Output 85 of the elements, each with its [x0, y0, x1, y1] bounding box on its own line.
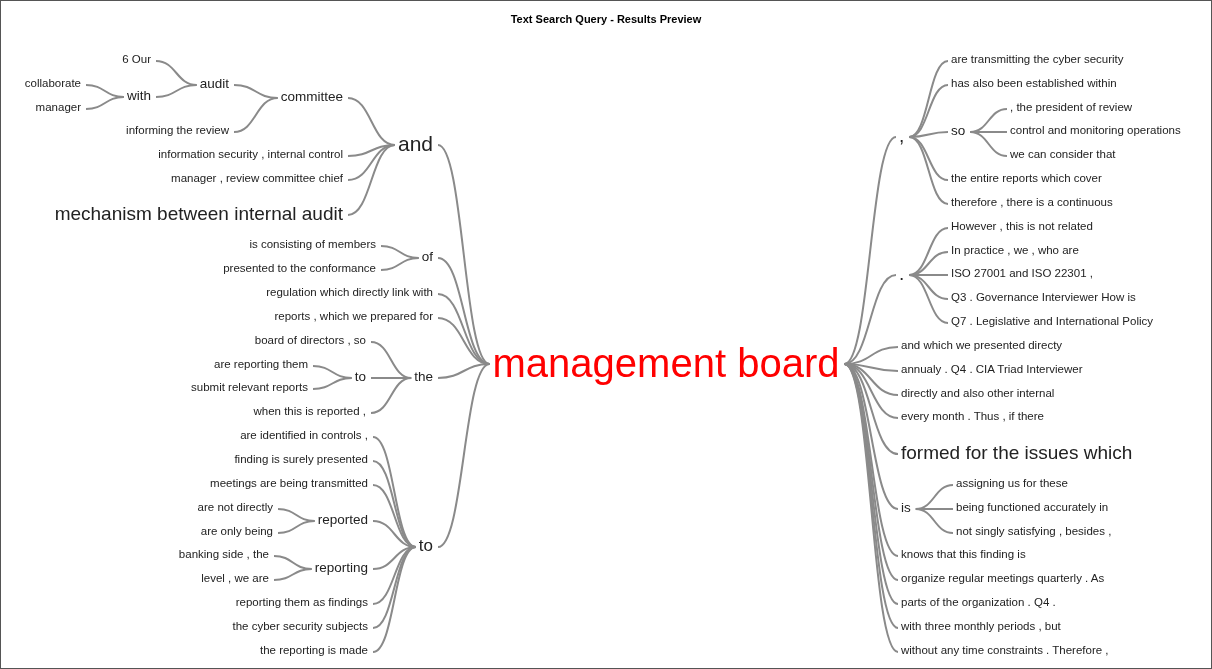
- tree-phrase: 6 Our: [122, 53, 151, 67]
- branch-line: [908, 136, 949, 205]
- tree-phrase: finding is surely presented: [234, 453, 368, 467]
- tree-phrase: reported: [317, 512, 368, 528]
- tree-phrase: In practice , we , who are: [951, 244, 1079, 258]
- tree-phrase: directly and also other internal: [901, 387, 1055, 401]
- tree-phrase: with: [127, 88, 151, 104]
- tree-phrase: we can consider that: [1010, 148, 1116, 162]
- tree-phrase: to: [354, 369, 366, 385]
- tree-phrase: therefore , there is a continuous: [951, 196, 1113, 210]
- tree-phrase: to: [418, 536, 433, 556]
- tree-phrase: ,: [899, 125, 905, 147]
- branch-line: [380, 257, 420, 271]
- tree-phrase: reporting them as findings: [235, 596, 368, 610]
- tree-phrase: and which we presented directy: [901, 339, 1063, 353]
- tree-phrase: board of directors , so: [254, 334, 366, 348]
- branch-line: [312, 377, 353, 390]
- tree-phrase: informing the review: [126, 124, 229, 138]
- tree-phrase: every month . Thus , if there: [901, 410, 1044, 424]
- tree-phrase: information security , internal control: [158, 148, 343, 162]
- tree-phrase: .: [899, 263, 905, 285]
- branch-line: [370, 377, 413, 414]
- tree-phrase: Q3 . Governance Interviewer How is: [951, 291, 1136, 305]
- tree-phrase: regulation which directly link with: [266, 286, 433, 300]
- tree-phrase: of: [421, 249, 433, 265]
- tree-phrase: submit relevant reports: [191, 381, 308, 395]
- tree-phrase: are transmitting the cyber security: [951, 53, 1124, 67]
- branch-line: [437, 363, 491, 548]
- branch-line: [372, 546, 417, 653]
- tree-phrase: level , we are: [201, 572, 269, 586]
- tree-phrase: meetings are being transmitted: [210, 477, 368, 491]
- branch-line: [85, 96, 125, 110]
- branch-line: [908, 60, 949, 138]
- tree-phrase: formed for the issues which: [901, 442, 1133, 464]
- tree-phrase: is: [901, 500, 911, 516]
- branch-line: [843, 136, 897, 365]
- tree-phrase: , the president of review: [1010, 101, 1133, 115]
- tree-phrase: being functioned accurately in: [956, 501, 1109, 515]
- tree-phrase: manager: [35, 101, 81, 115]
- tree-phrase: reports , which we prepared for: [274, 310, 433, 324]
- branch-line: [155, 84, 198, 98]
- branch-line: [914, 508, 954, 534]
- tree-phrase: committee: [280, 89, 343, 105]
- tree-phrase: the entire reports which cover: [951, 172, 1102, 186]
- tree-phrase: annualy . Q4 . CIA Triad Interviewer: [901, 363, 1083, 377]
- tree-phrase: are not directly: [197, 501, 273, 515]
- tree-phrase: is consisting of members: [249, 238, 376, 252]
- chart-title: Text Search Query - Results Preview: [510, 13, 702, 25]
- tree-phrase: without any time constraints . Therefore ,: [901, 644, 1109, 658]
- tree-phrase: control and monitoring operations: [1010, 124, 1181, 138]
- root-keyword: management board: [492, 340, 840, 386]
- tree-phrase: has also been established within: [951, 77, 1117, 91]
- tree-phrase: so: [951, 123, 966, 139]
- tree-phrase: are only being: [200, 525, 273, 539]
- tree-phrase: with three monthly periods , but: [901, 620, 1061, 634]
- tree-phrase: reporting: [314, 560, 368, 576]
- branch-line: [277, 520, 316, 534]
- tree-phrase: audit: [199, 76, 229, 92]
- tree-phrase: not singly satisfying , besides ,: [956, 525, 1112, 539]
- branch-line: [908, 274, 949, 324]
- tree-phrase: mechanism between internal audit: [54, 203, 343, 225]
- branch-line: [372, 460, 417, 548]
- tree-phrase: collaborate: [24, 77, 81, 91]
- branch-line: [347, 144, 396, 216]
- branch-line: [969, 131, 1008, 157]
- tree-phrase: knows that this finding is: [901, 548, 1026, 562]
- tree-phrase: manager , review committee chief: [171, 172, 343, 186]
- tree-phrase: ISO 27001 and ISO 22301 ,: [951, 267, 1093, 281]
- tree-phrase: banking side , the: [178, 548, 269, 562]
- tree-phrase: are identified in controls ,: [240, 429, 368, 443]
- branch-line: [437, 144, 491, 365]
- tree-phrase: are reporting them: [214, 358, 308, 372]
- tree-phrase: organize regular meetings quarterly . As: [901, 572, 1105, 586]
- tree-phrase: parts of the organization . Q4 .: [901, 596, 1056, 610]
- tree-phrase: assigning us for these: [956, 477, 1068, 491]
- tree-phrase: the reporting is made: [259, 644, 368, 658]
- branch-line: [273, 568, 313, 581]
- tree-phrase: However , this is not related: [951, 220, 1093, 234]
- tree-phrase: and: [397, 131, 433, 157]
- tree-phrase: the cyber security subjects: [232, 620, 368, 634]
- tree-phrase: the: [414, 369, 433, 385]
- tree-phrase: presented to the conformance: [223, 262, 376, 276]
- tree-phrase: Q7 . Legislative and International Policy: [951, 315, 1153, 329]
- branch-line: [233, 97, 279, 133]
- tree-phrase: when this is reported ,: [253, 405, 366, 419]
